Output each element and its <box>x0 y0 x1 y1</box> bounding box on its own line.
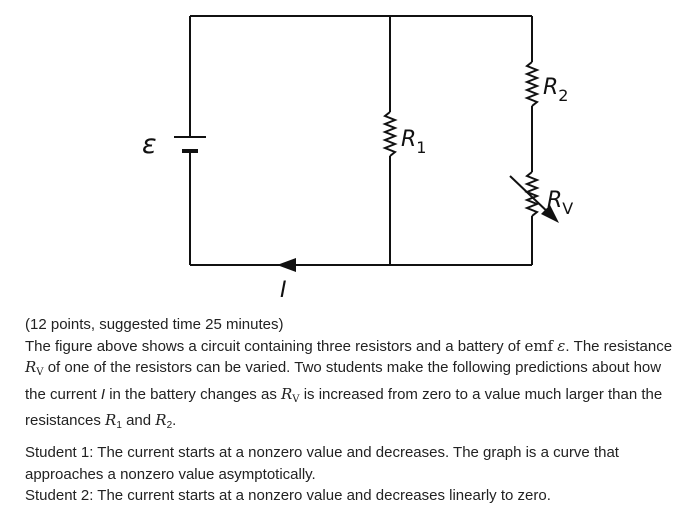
student-predictions: Student 1: The current starts at a nonze… <box>25 442 695 507</box>
resistor-rv <box>524 171 540 217</box>
rv-label: RV <box>547 188 573 218</box>
problem-line-2: RV of one of the resistors can be varied… <box>25 358 662 378</box>
problem-header: (12 points, suggested time 25 minutes) <box>25 316 284 333</box>
variable-arrow-head <box>541 205 559 223</box>
problem-line-4: resistances R1 and R2. <box>25 411 177 431</box>
student-1-line-1: Student 1: The current starts at a nonze… <box>25 444 619 461</box>
resistor-r2 <box>524 61 540 107</box>
emf-label: ε <box>142 129 157 160</box>
problem-line-3: the current I in the battery changes as … <box>25 384 663 405</box>
r2-label: R2 <box>543 75 568 105</box>
problem-line-1: The figure above shows a circuit contain… <box>25 336 673 355</box>
circuit-diagram: ε R1 R2 RV I <box>142 15 573 300</box>
r1-label: R1 <box>401 127 426 157</box>
student-1-line-2: approaches a nonzero value asymptoticall… <box>25 465 316 483</box>
resistor-r1 <box>382 111 398 157</box>
current-arrow-icon <box>277 258 296 272</box>
current-label: I <box>280 278 287 300</box>
variable-arrow-line <box>509 175 553 217</box>
student-2-line-1: Student 2: The current starts at a nonze… <box>25 487 551 504</box>
problem-text: (12 points, suggested time 25 minutes) T… <box>25 314 695 437</box>
